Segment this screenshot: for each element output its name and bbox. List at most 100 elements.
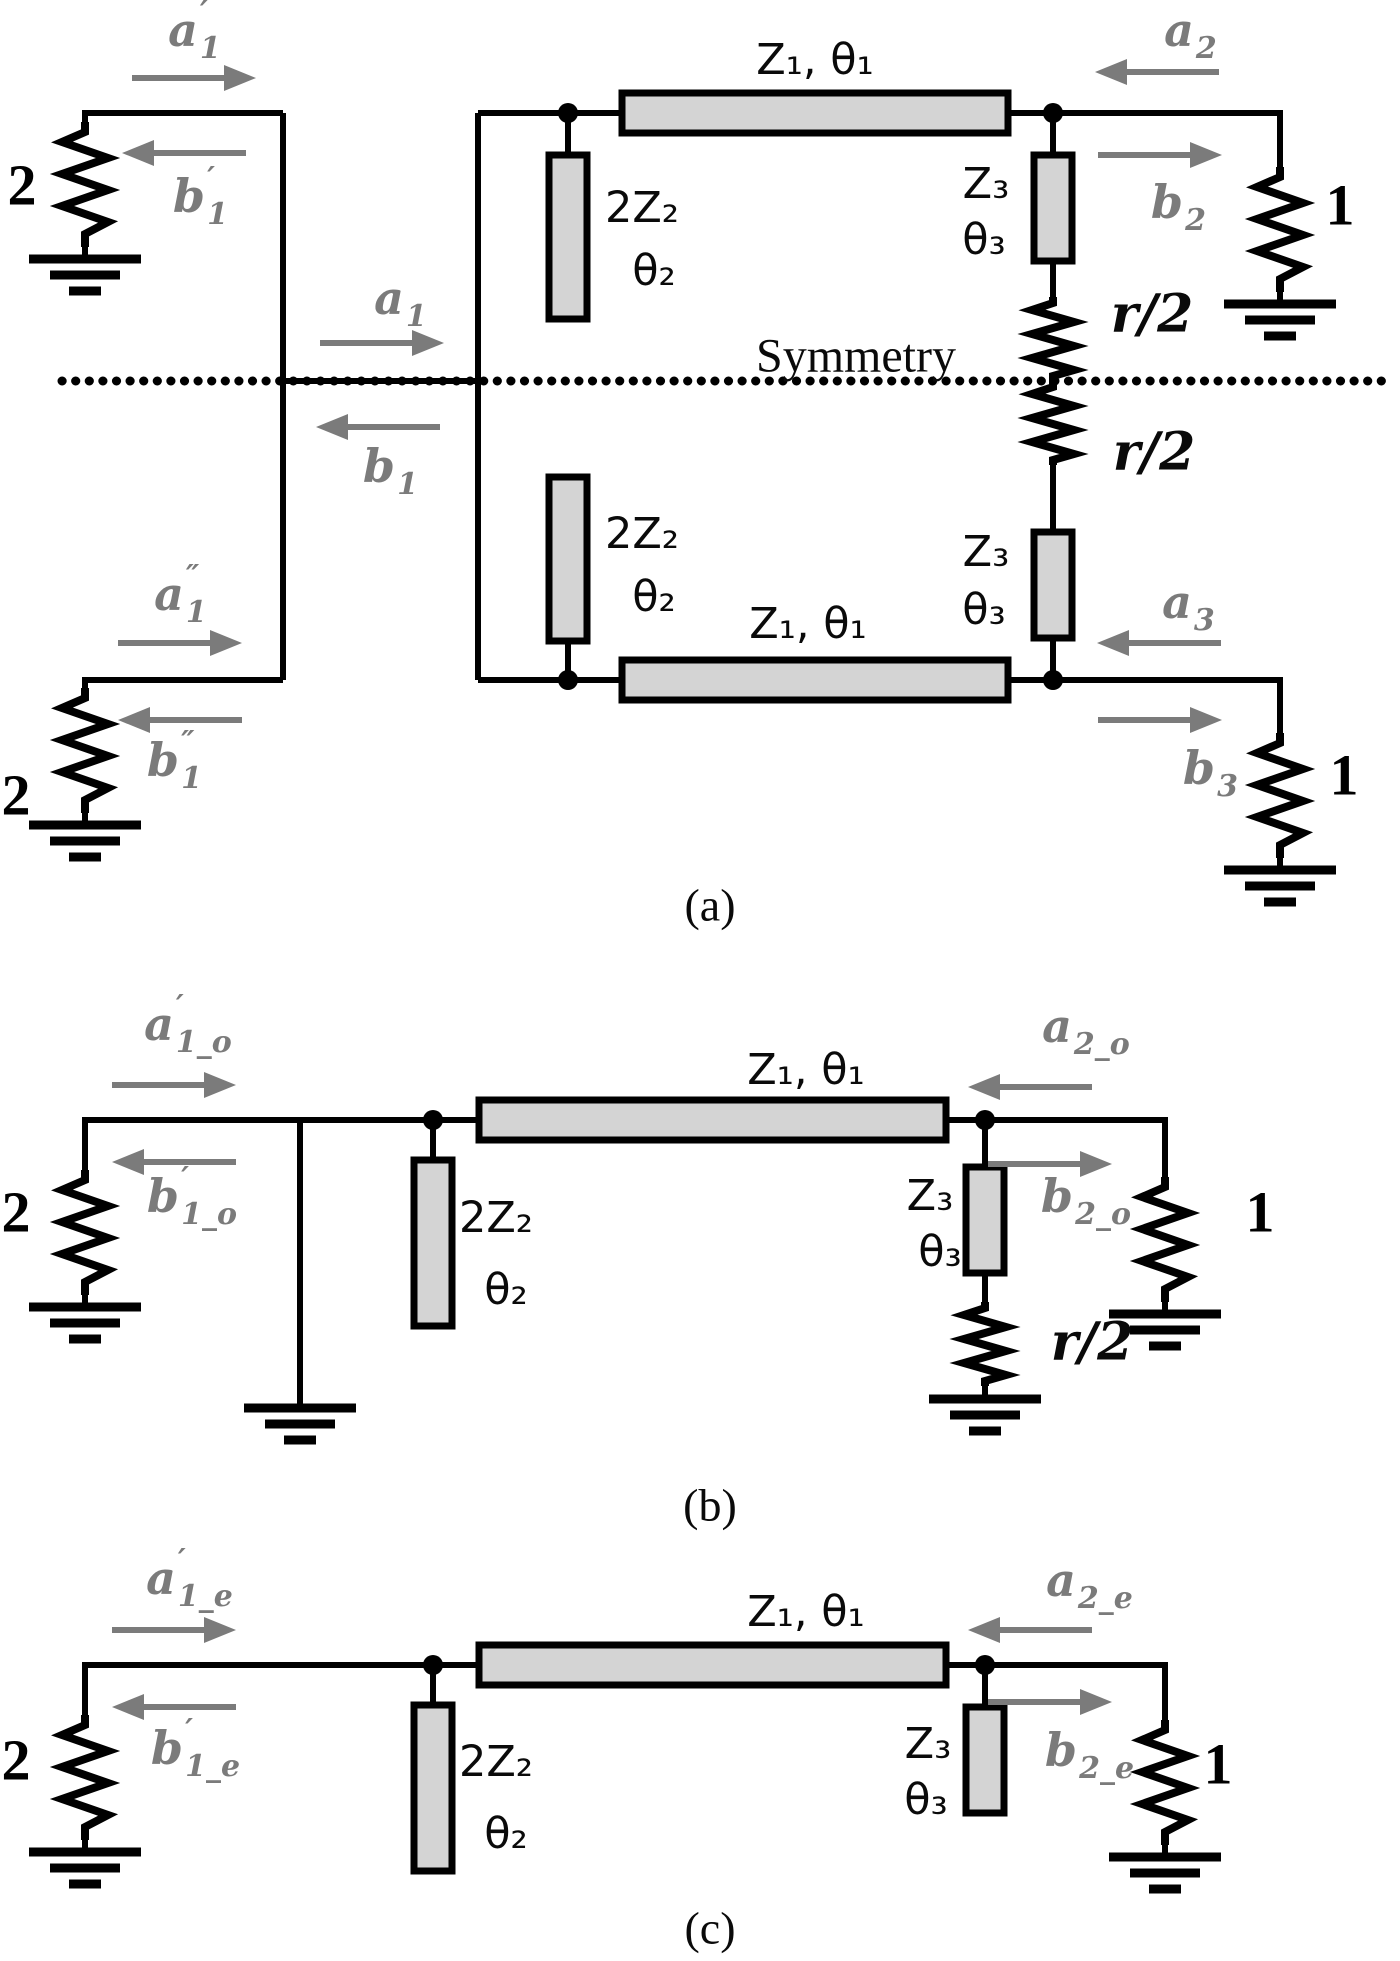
- top-bus-wire-right: [1008, 110, 1283, 167]
- port2-wire: [82, 1117, 479, 1170]
- transmission-line-z1-top: [618, 89, 1012, 137]
- odd-mode-short-ground-icon: [244, 1408, 356, 1440]
- shunt-stub-impedance-label: 2Z₂: [458, 1737, 534, 1787]
- port2-label-top: 2: [7, 152, 37, 218]
- wave-arrow-b3: [1098, 707, 1222, 733]
- port2-ground-icon: [29, 1852, 141, 1884]
- wave-arrow-a2-odd: [968, 1074, 1092, 1100]
- shunt-stub-impedance-label-top: 2Z₂: [604, 183, 680, 233]
- port2-resistor: [62, 1715, 108, 1840]
- wave-arrow-b2: [1098, 142, 1222, 168]
- port2-top-ground-icon: [29, 259, 141, 291]
- isolation-resistor-half: [964, 1302, 1006, 1386]
- tl-label: Z₁, θ₁: [747, 1045, 865, 1095]
- caption-a: (a): [684, 879, 736, 931]
- port2-resistor: [62, 1170, 108, 1295]
- shunt-stub-impedance-label: 2Z₂: [458, 1193, 534, 1243]
- port1-resistor: [1142, 1720, 1188, 1845]
- junction-dot: [423, 1110, 443, 1130]
- wave-arrow-a1-prime: [132, 65, 256, 91]
- isolation-resistor-top: [1032, 297, 1074, 381]
- isolation-resistor-label: r/2: [1050, 1311, 1134, 1373]
- port1-label: 1: [1245, 1179, 1275, 1245]
- circuit-b: [29, 1072, 1221, 1440]
- tl-label: Z₁, θ₁: [747, 1587, 865, 1637]
- shunt-stub-angle-label-top: θ₂: [632, 246, 676, 296]
- port1-top-ground-icon: [1224, 304, 1336, 336]
- wave-arrow-a1-odd: [112, 1072, 236, 1098]
- port1-label-bottom: 1: [1329, 742, 1359, 808]
- port1-bottom-resistor: [1257, 733, 1303, 858]
- tl-label-top: Z₁, θ₁: [756, 35, 874, 85]
- port1-label: 1: [1203, 1731, 1233, 1797]
- wave-label-b1-odd: b′1_o: [146, 1161, 237, 1232]
- isolation-resistor-label-bottom: r/2: [1112, 421, 1196, 483]
- bottom-bus-wire-right: [1008, 677, 1283, 733]
- transmission-line-z1: [475, 1096, 950, 1144]
- transmission-line-z1-bottom: [618, 656, 1012, 704]
- wave-arrow-a1-even: [112, 1617, 236, 1643]
- wave-label-a1-prime: a′1: [168, 0, 221, 66]
- port1-top-resistor: [1257, 167, 1303, 292]
- junction-dot: [423, 1655, 443, 1675]
- port2-bottom-resistor: [62, 688, 108, 813]
- port1-ground-icon: [1109, 1857, 1221, 1889]
- junction-dot: [975, 1655, 995, 1675]
- series-stub-impedance-label-bottom: Z₃: [962, 527, 1010, 577]
- wave-label-b1-prime: b′1: [172, 161, 228, 232]
- port1-wire: [946, 1662, 1168, 1720]
- wave-label-b1-even: b′1_e: [150, 1713, 241, 1784]
- series-stub-z3: [962, 1703, 1008, 1817]
- junction-dot: [1043, 103, 1063, 123]
- wave-arrow-a2-even: [968, 1617, 1092, 1643]
- isolation-resistor-bottom: [1032, 381, 1074, 465]
- wave-arrow-b1-even: [112, 1694, 236, 1720]
- wave-arrow-b1-dblprime: [118, 707, 242, 733]
- series-stub-z3-bottom: [1030, 528, 1076, 642]
- series-stub-z3: [962, 1163, 1008, 1277]
- shunt-stub-angle-label-bottom: θ₂: [632, 572, 676, 622]
- junction-dot: [558, 670, 578, 690]
- shunt-stub-2z2-top: [545, 151, 591, 323]
- port2-wire: [82, 1662, 479, 1715]
- port1-wire: [946, 1117, 1168, 1177]
- junction-dot: [1043, 670, 1063, 690]
- port1-resistor: [1142, 1177, 1188, 1302]
- port1-bottom-ground-icon: [1224, 870, 1336, 902]
- wave-arrow-a1-dblprime: [118, 630, 242, 656]
- port2-bottom-wire: [82, 677, 283, 688]
- wave-label-b1-dblprime: b″1: [146, 725, 202, 796]
- tl-label-bottom: Z₁, θ₁: [749, 599, 867, 649]
- wave-label-a1-even: a′1_e: [146, 1543, 233, 1614]
- caption-c: (c): [684, 1902, 736, 1954]
- port2-label: 2: [1, 1179, 31, 1245]
- series-stub-impedance-label: Z₃: [904, 1719, 952, 1769]
- series-stub-angle-label: θ₃: [904, 1775, 948, 1825]
- series-stub-angle-label-top: θ₃: [962, 215, 1006, 265]
- series-stub-impedance-label-top: Z₃: [962, 159, 1010, 209]
- port1-label-top: 1: [1325, 172, 1355, 238]
- port2-ground-icon: [29, 1307, 141, 1339]
- wave-label-a1-dblprime: a″1: [154, 559, 207, 630]
- circuit-a: [29, 59, 1395, 902]
- shunt-stub-2z2-bottom: [545, 473, 591, 645]
- port2-label-bottom: 2: [1, 762, 31, 828]
- shunt-stub-2z2: [410, 1701, 456, 1875]
- wave-label-a1-odd: a′1_o: [144, 989, 232, 1060]
- series-stub-angle-label: θ₃: [918, 1227, 962, 1277]
- port2-bottom-ground-icon: [29, 825, 141, 857]
- port2-top-wire: [82, 110, 283, 122]
- wave-arrow-b1: [316, 414, 440, 440]
- series-stub-angle-label-bottom: θ₃: [962, 585, 1006, 635]
- transmission-line-z1: [475, 1641, 950, 1689]
